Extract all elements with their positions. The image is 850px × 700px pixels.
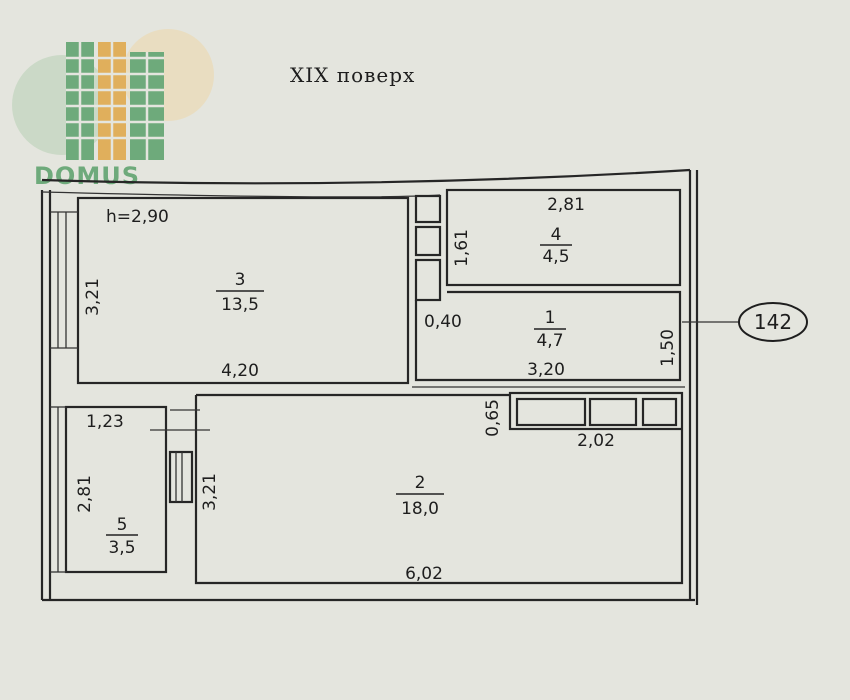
dim-room5-top: 1,23: [86, 412, 124, 432]
floor-title: XIX поверх: [290, 63, 415, 87]
room-4-outline: [445, 188, 682, 287]
dim-closet-width: 2,02: [577, 431, 615, 451]
room-5-area: 3,5: [108, 538, 135, 558]
dim-room2-height: 3,21: [200, 473, 220, 511]
room-2-number: 2: [415, 473, 426, 493]
dim-room4-width: 2,81: [547, 195, 585, 215]
dim-room1-height: 1,50: [658, 329, 678, 367]
ceiling-height: h=2,90: [106, 207, 169, 227]
dim-closet-height: 0,65: [483, 399, 503, 437]
room-2-outline: [194, 393, 684, 585]
room-2-area: 18,0: [401, 499, 439, 519]
logo-text: DOMUS: [34, 162, 140, 190]
room-3-outline: [76, 196, 410, 385]
dim-room1-width: 3,20: [527, 360, 565, 380]
room-5-outline: [64, 405, 168, 574]
dim-room1-gap: 0,40: [424, 312, 462, 332]
dim-room4-height: 1,61: [452, 229, 472, 267]
room-4-area: 4,5: [542, 247, 569, 267]
room-3-number: 3: [235, 270, 246, 290]
room-1-number: 1: [545, 308, 556, 328]
outer-walls: [40, 168, 699, 605]
door-room-5: [150, 409, 210, 504]
dim-room3-height: 3,21: [83, 278, 103, 316]
ventilation-shaft: [414, 194, 442, 302]
domus-logo: DOMUS: [12, 29, 214, 190]
room-3-area: 13,5: [221, 295, 259, 315]
logo-buildings: [66, 42, 164, 160]
dim-room2-width: 6,02: [405, 564, 443, 584]
apartment-number: 142: [754, 310, 792, 334]
room-5-number: 5: [117, 515, 128, 535]
apartment-number-ellipse: [738, 302, 808, 342]
room-4-number: 4: [551, 225, 562, 245]
dim-room3-width: 4,20: [221, 361, 259, 381]
dim-room5-height: 2,81: [75, 475, 95, 513]
room-1-outline: [414, 290, 682, 382]
room-1-area: 4,7: [536, 331, 563, 351]
window-room-3: [50, 211, 78, 349]
window-room-5: [50, 406, 66, 573]
closet: [508, 391, 684, 431]
